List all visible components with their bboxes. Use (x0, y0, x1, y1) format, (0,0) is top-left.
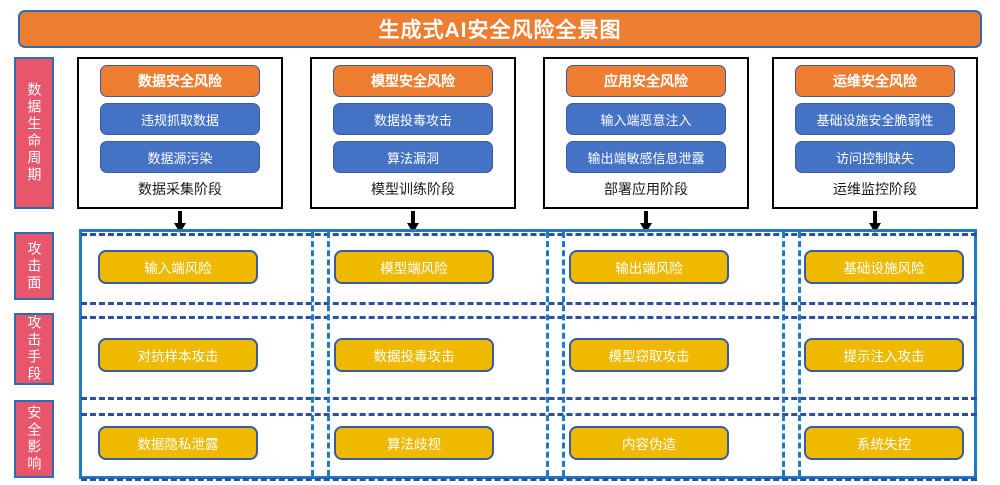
stage-card-data-collection: 数据安全风险 违规抓取数据 数据源污染 数据采集阶段 (77, 57, 283, 209)
attack-method-cell: 对抗样本攻击 (98, 338, 258, 372)
stage-risk-item: 数据源污染 (100, 141, 260, 173)
matrix-column-divider (327, 232, 330, 476)
matrix-column-divider (311, 232, 314, 476)
stage-header-chip: 应用安全风险 (566, 65, 726, 97)
matrix-column-divider (546, 232, 549, 476)
down-arrow-icon (867, 211, 883, 233)
stage-risk-item: 违规抓取数据 (100, 103, 260, 135)
row-label-security-impact: 安全影响 (14, 400, 54, 478)
matrix-row-divider (81, 233, 977, 305)
attack-surface-cell: 模型端风险 (334, 250, 494, 284)
stage-footer-label: 模型训练阶段 (371, 181, 455, 197)
stage-header-chip: 运维安全风险 (795, 65, 955, 97)
down-arrow-icon (638, 211, 654, 233)
security-impact-cell: 内容伪造 (569, 426, 729, 460)
down-arrow-icon (172, 211, 188, 233)
stage-card-operations: 运维安全风险 基础设施安全脆弱性 访问控制缺失 运维监控阶段 (772, 57, 978, 209)
stage-card-model-training: 模型安全风险 数据投毒攻击 算法漏洞 模型训练阶段 (310, 57, 516, 209)
stage-footer-label: 运维监控阶段 (833, 181, 917, 197)
stage-risk-item: 输入端恶意注入 (566, 103, 726, 135)
attack-method-cell: 模型窃取攻击 (569, 338, 729, 372)
stage-footer-label: 部署应用阶段 (604, 181, 688, 197)
matrix-row-divider (81, 316, 977, 400)
stage-footer-label: 数据采集阶段 (138, 181, 222, 197)
security-impact-cell: 系统失控 (804, 426, 964, 460)
row-label-lifecycle: 数据生命周期 (14, 57, 54, 209)
row-label-attack-method: 攻击手段 (14, 313, 54, 385)
stage-risk-item: 数据投毒攻击 (333, 103, 493, 135)
risk-matrix: 输入端风险 模型端风险 输出端风险 基础设施风险 对抗样本攻击 数据投毒攻击 模… (79, 229, 977, 481)
security-impact-cell: 数据隐私泄露 (98, 426, 258, 460)
stage-risk-item: 访问控制缺失 (795, 141, 955, 173)
attack-surface-cell: 基础设施风险 (804, 250, 964, 284)
stage-header-chip: 数据安全风险 (100, 65, 260, 97)
stage-risk-item: 输出端敏感信息泄露 (566, 141, 726, 173)
matrix-column-divider (798, 232, 801, 476)
stage-risk-item: 算法漏洞 (333, 141, 493, 173)
stage-card-deployment: 应用安全风险 输入端恶意注入 输出端敏感信息泄露 部署应用阶段 (543, 57, 749, 209)
attack-method-cell: 数据投毒攻击 (334, 338, 494, 372)
security-impact-cell: 算法歧视 (334, 426, 494, 460)
attack-surface-cell: 输出端风险 (569, 250, 729, 284)
attack-method-cell: 提示注入攻击 (804, 338, 964, 372)
matrix-column-divider (562, 232, 565, 476)
stage-header-chip: 模型安全风险 (333, 65, 493, 97)
matrix-row-divider (81, 413, 977, 481)
matrix-column-divider (782, 232, 785, 476)
row-label-attack-surface: 攻击面 (14, 232, 54, 300)
page-title: 生成式AI安全风险全景图 (18, 10, 982, 48)
attack-surface-cell: 输入端风险 (98, 250, 258, 284)
down-arrow-icon (405, 211, 421, 233)
stage-risk-item: 基础设施安全脆弱性 (795, 103, 955, 135)
